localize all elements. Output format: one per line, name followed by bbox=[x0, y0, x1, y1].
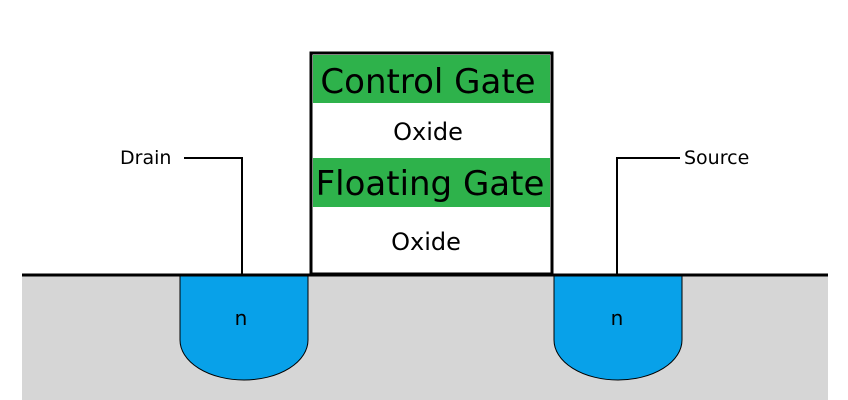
drain-n-region bbox=[179, 275, 309, 381]
drain-n-label: n bbox=[235, 306, 248, 330]
floating-gate-layer bbox=[313, 158, 550, 207]
drain-label: Drain bbox=[120, 147, 171, 169]
source-n-label: n bbox=[611, 306, 624, 330]
floating-gate-label: Floating Gate bbox=[316, 164, 545, 204]
oxide-top-label: Oxide bbox=[393, 118, 463, 146]
oxide-bottom-label: Oxide bbox=[391, 228, 461, 256]
control-gate-layer bbox=[313, 55, 550, 103]
source-n-region bbox=[553, 275, 683, 381]
source-leader-line bbox=[616, 157, 680, 275]
substrate bbox=[22, 274, 828, 400]
control-gate-label: Control Gate bbox=[320, 62, 535, 102]
drain-leader-line bbox=[184, 157, 243, 275]
source-label: Source bbox=[684, 147, 749, 169]
